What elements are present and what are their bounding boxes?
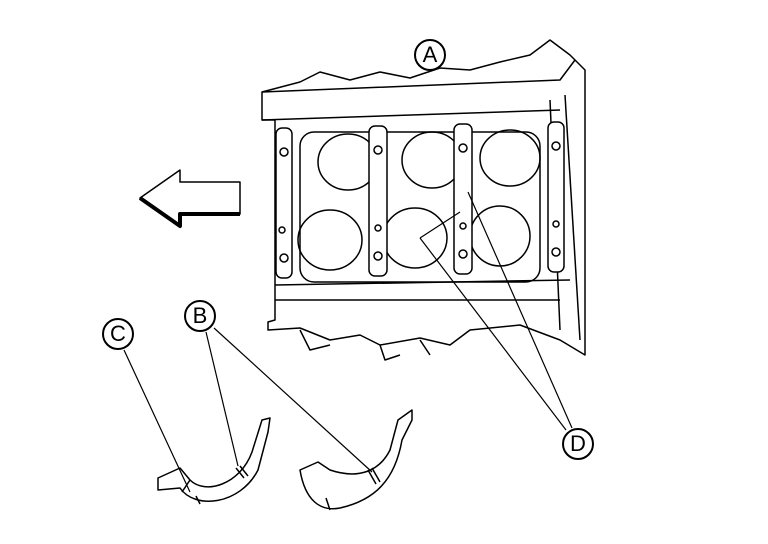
callout-d: D [562,428,594,460]
callout-b: B [184,300,216,332]
cylinder-block [261,39,586,361]
thrust-bearing-upper-right [299,409,413,511]
callout-a: A [414,39,446,71]
front-direction-arrow-icon [138,169,241,228]
leader-lines [123,191,573,493]
thrust-bearing-upper-left [157,417,271,505]
callout-c: C [102,318,134,350]
